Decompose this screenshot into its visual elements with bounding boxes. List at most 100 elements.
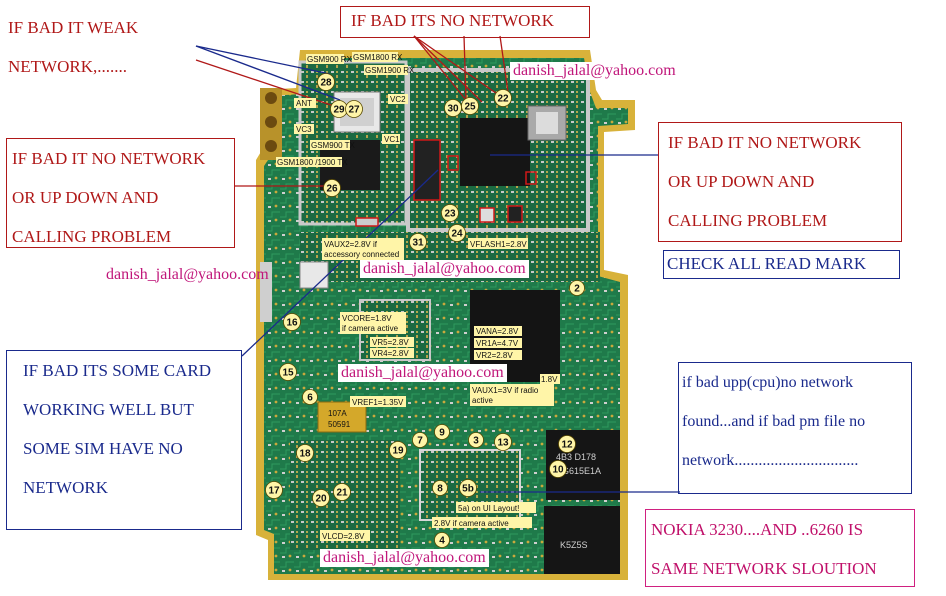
note-check-all-read-mark: CHECK ALL READ MARK <box>663 250 900 279</box>
test-point-8: 8 <box>432 480 448 496</box>
test-point-18: 18 <box>296 444 314 462</box>
note-right-calling-problem: IF BAD IT NO NETWORK OR UP DOWN AND CALL… <box>658 122 902 242</box>
note-nokia-models: NOKIA 3230....AND ..6260 IS SAME NETWORK… <box>645 509 915 587</box>
cpu-chip-mark-a: 4B3 D178 <box>556 452 596 462</box>
test-point-label: 8 <box>437 484 443 495</box>
tantalum-mark: 107A <box>328 409 347 418</box>
test-point-29: 29 <box>330 100 348 118</box>
label-camera-2-8v: 2.8V if camera active <box>434 519 509 528</box>
label-vana: VANA=2.8V <box>476 327 519 336</box>
test-point-7: 7 <box>412 432 428 448</box>
label-vc3: VC3 <box>296 125 312 134</box>
voltage-labels: GSM900 RX GSM1800 RX GSM1900 RX ANT VC2 … <box>276 52 560 541</box>
tantalum-mark-b: 50591 <box>328 420 351 429</box>
side-connector <box>260 262 272 322</box>
test-point-label: 21 <box>336 488 348 499</box>
blue-leader-lines <box>195 45 680 493</box>
label-gsm900tx: GSM900 TX <box>311 141 356 150</box>
note-weak-network: IF BAD IT WEAK NETWORK,....... <box>8 18 139 76</box>
test-point-25: 25 <box>461 97 479 115</box>
test-point-label: 24 <box>451 229 463 240</box>
test-point-label: 25 <box>464 102 476 113</box>
test-point-label: 16 <box>286 318 298 329</box>
test-point-5b: 5b <box>459 479 477 497</box>
note-sim-card-problem: IF BAD ITS SOME CARD WORKING WELL BUT SO… <box>6 350 242 530</box>
label-vaux2: VAUX2=2.8V if <box>324 240 378 249</box>
label-vc1: VC1 <box>384 135 400 144</box>
label-vr4: VR4=2.8V <box>372 349 409 358</box>
test-point-label: 30 <box>447 104 459 115</box>
test-point-17: 17 <box>265 481 283 499</box>
test-point-13: 13 <box>494 433 512 451</box>
label-vlcd: VLCD=2.8V <box>322 532 365 541</box>
test-point-label: 29 <box>333 105 345 116</box>
test-point-label: 4 <box>439 536 445 547</box>
label-vaux1-b: active <box>472 396 493 405</box>
test-point-21: 21 <box>333 483 351 501</box>
email-left: danish_jalal@yahoo.com <box>106 266 269 283</box>
test-point-31: 31 <box>409 233 427 251</box>
label-vcore-b: if camera active <box>342 324 399 333</box>
label-ant: ANT <box>296 99 312 108</box>
test-point-label: 17 <box>268 486 280 497</box>
email-center-top: danish_jalal@yahoo.com <box>360 260 529 278</box>
label-vflash1: VFLASH1=2.8V <box>470 240 527 249</box>
note-no-network-top: IF BAD ITS NO NETWORK <box>340 6 590 38</box>
marked-component-b <box>479 207 495 223</box>
label-vr5: VR5=2.8V <box>372 338 409 347</box>
label-1-8v: 1.8V <box>541 375 558 384</box>
label-vaux1: VAUX1=3V if radio <box>472 386 539 395</box>
cpu-chip-mark-b: SG615E1A <box>556 466 601 476</box>
test-point-label: 15 <box>282 368 294 379</box>
test-point-label: 18 <box>299 449 311 460</box>
test-point-4: 4 <box>434 532 450 548</box>
label-vr1a: VR1A=4.7V <box>476 339 519 348</box>
test-point-label: 5b <box>462 484 474 495</box>
email-bottom: danish_jalal@yahoo.com <box>320 549 489 567</box>
label-gsm1900rx: GSM1900 RX <box>365 66 415 75</box>
test-point-label: 28 <box>320 78 332 89</box>
test-point-label: 7 <box>417 436 423 447</box>
label-ui-layout: 5a) on UI Layout! <box>458 504 519 513</box>
test-point-20: 20 <box>312 489 330 507</box>
test-point-30: 30 <box>444 99 462 117</box>
marked-component-e <box>447 155 459 171</box>
test-point-label: 10 <box>552 465 564 476</box>
marked-component-d <box>525 171 537 185</box>
small-connector <box>299 261 329 289</box>
test-point-16: 16 <box>283 313 301 331</box>
test-point-3: 3 <box>468 432 484 448</box>
test-point-27: 27 <box>345 100 363 118</box>
test-point-label: 22 <box>497 94 509 105</box>
email-top-right: danish_jalal@yahoo.com <box>510 62 679 80</box>
test-point-label: 2 <box>574 284 580 295</box>
email-center-mid: danish_jalal@yahoo.com <box>338 364 507 382</box>
label-vc2: VC2 <box>390 95 406 104</box>
test-point-26: 26 <box>323 179 341 197</box>
test-point-label: 12 <box>561 440 573 451</box>
test-point-label: 26 <box>326 184 338 195</box>
test-point-10: 10 <box>549 460 567 478</box>
test-point-24: 24 <box>448 224 466 242</box>
test-point-6: 6 <box>302 389 318 405</box>
test-point-label: 19 <box>392 446 404 457</box>
marked-component-a <box>413 139 441 201</box>
label-vr2: VR2=2.8V <box>476 351 513 360</box>
test-point-19: 19 <box>389 441 407 459</box>
test-point-label: 3 <box>473 436 479 447</box>
note-upp-cpu: if bad upp(cpu)no network found...and if… <box>678 362 912 494</box>
note-left-calling-problem: IF BAD IT NO NETWORK OR UP DOWN AND CALL… <box>6 138 235 248</box>
test-point-22: 22 <box>494 89 512 107</box>
flash-chip <box>544 506 620 574</box>
test-point-9: 9 <box>434 424 450 440</box>
test-point-2: 2 <box>569 280 585 296</box>
marked-component-f <box>355 217 379 227</box>
flash-chip-mark: K5Z5S <box>560 540 588 550</box>
test-point-label: 9 <box>439 428 445 439</box>
label-vref1: VREF1=1.35V <box>352 398 404 407</box>
test-point-label: 6 <box>307 393 313 404</box>
test-point-label: 23 <box>444 209 456 220</box>
label-gsm1800-1900tx: GSM1800 /1900 TX <box>277 158 348 167</box>
